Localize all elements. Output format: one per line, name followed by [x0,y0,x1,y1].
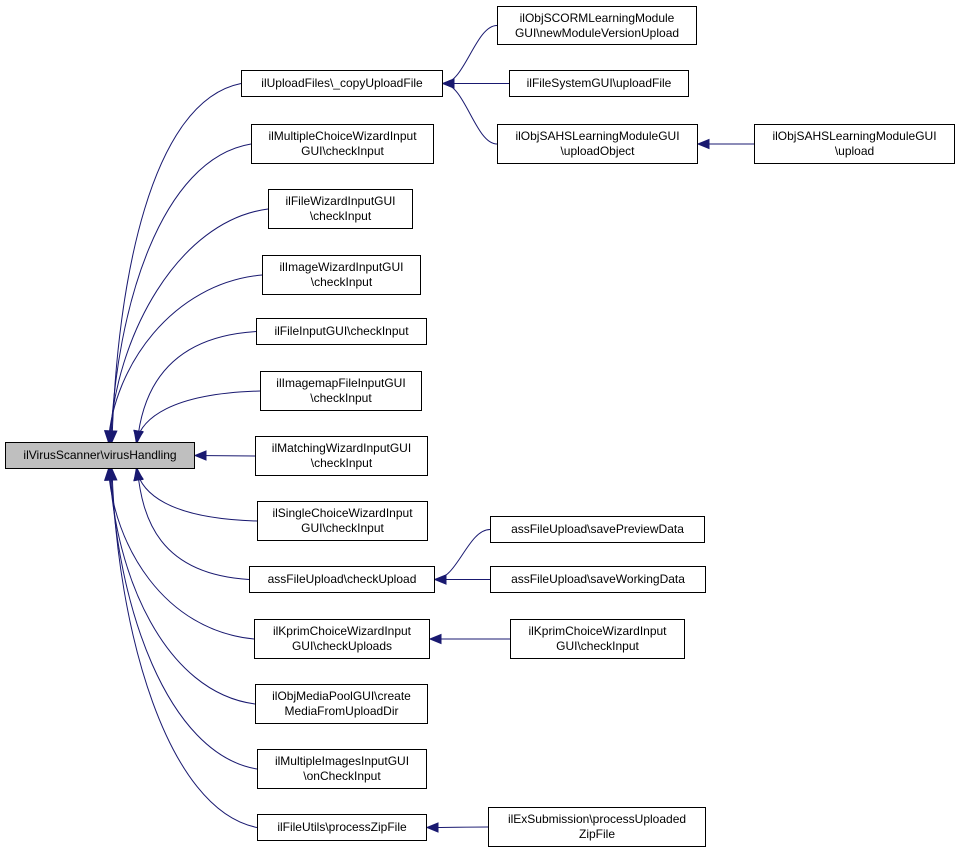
edge-arrowhead [133,429,144,444]
edge-scorm_newver-to-upload_copy [441,25,498,89]
edge-arrowhead [433,574,447,585]
edge-image_wizard-to-root [103,274,263,444]
edge-file_wizard-to-root [104,208,269,444]
edge-upload_copy-to-root [107,83,242,444]
edge-arrowhead [696,138,710,150]
node-file-utils-process-zip-file[interactable]: ilFileUtils\processZipFile [257,814,427,841]
node-ass-file-upload-check-upload[interactable]: assFileUpload\checkUpload [249,566,435,593]
node-multiple-images-on-check-input[interactable]: ilMultipleImagesInputGUI \onCheckInput [257,749,427,789]
node-kprim-choice-check-uploads[interactable]: ilKprimChoiceWizardInput GUI\checkUpload… [254,619,430,659]
edge-arrowhead [441,78,455,89]
node-ex-submission-process-uploaded-zip-file[interactable]: ilExSubmission\processUploaded ZipFile [488,807,706,847]
node-single-choice-wizard-check-input[interactable]: ilSingleChoiceWizardInput GUI\checkInput [257,501,428,541]
edge-mc_wizard-to-root [106,143,252,444]
node-multiple-choice-wizard-check-input[interactable]: ilMultipleChoiceWizardInput GUI\checkInp… [251,124,434,164]
edge-file_input-to-root [133,331,257,444]
node-ass-file-upload-save-working-data[interactable]: assFileUpload\saveWorkingData [490,566,706,593]
node-media-pool-create-media[interactable]: ilObjMediaPoolGUI\create MediaFromUpload… [255,684,428,724]
node-file-wizard-check-input[interactable]: ilFileWizardInputGUI \checkInput [268,189,413,229]
edge-sahs_uploadobj-to-upload_copy [441,78,498,145]
edge-ass_checkupload-to-root [133,467,250,580]
node-matching-wizard-check-input[interactable]: ilMatchingWizardInputGUI \checkInput [255,436,428,476]
edge-arrowhead [193,450,207,461]
edge-sahs_upload-to-sahs_uploadobj [696,138,754,150]
node-file-system-upload-file[interactable]: ilFileSystemGUI\uploadFile [509,70,689,97]
edge-single_choice-to-root [133,467,258,522]
edge-kprim_input-to-kprim_uploads [428,633,511,645]
edge-arrowhead [428,633,442,645]
node-ass-file-upload-save-preview-data[interactable]: assFileUpload\savePreviewData [490,516,705,543]
edge-kprim_uploads-to-root [103,467,255,640]
node-upload-files-copy-upload-file[interactable]: ilUploadFiles\_copyUploadFile [241,70,443,97]
node-kprim-choice-check-input[interactable]: ilKprimChoiceWizardInput GUI\checkInput [510,619,685,659]
edge-zip-to-root [107,467,258,828]
edge-arrowhead [103,430,115,444]
edge-exsub-to-zip [425,822,489,833]
edge-mediapool-to-root [104,467,256,705]
node-scorm-new-module-version-upload[interactable]: ilObjSCORMLearningModule GUI\newModuleVe… [497,6,697,45]
edge-arrowhead [107,467,118,481]
node-sahs-upload-object[interactable]: ilObjSAHSLearningModuleGUI \uploadObject [497,124,698,164]
edge-imagemap-to-root [133,390,261,444]
edge-arrowhead [425,822,439,833]
edge-arrowhead [133,467,144,481]
edge-ass_working-to-ass_checkupload [433,574,490,585]
node-image-wizard-check-input[interactable]: ilImageWizardInputGUI \checkInput [262,255,421,295]
edge-matching-to-root [193,450,256,461]
node-file-input-check-input[interactable]: ilFileInputGUI\checkInput [256,318,427,345]
node-root-virus-handling: ilVirusScanner\virusHandling [5,442,195,469]
node-imagemap-file-input-check-input[interactable]: ilImagemapFileInputGUI \checkInput [260,371,422,411]
node-sahs-upload[interactable]: ilObjSAHSLearningModuleGUI \upload [754,124,955,164]
